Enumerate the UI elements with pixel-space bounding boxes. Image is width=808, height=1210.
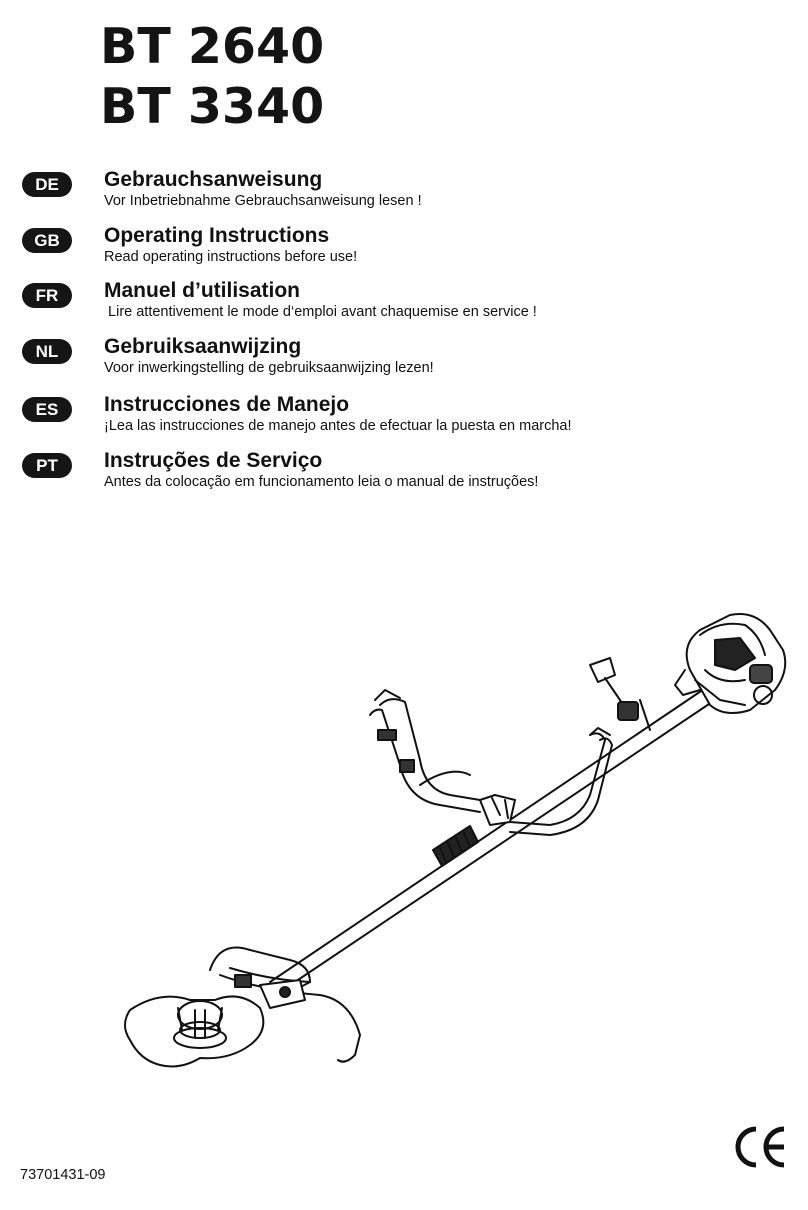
language-badge-fr: FR xyxy=(22,283,72,308)
language-subtitle-gb: Read operating instructions before use! xyxy=(104,249,358,265)
language-section-pt: PT Instruções de Serviço Antes da coloca… xyxy=(22,449,722,497)
language-subtitle-de: Vor Inbetriebnahme Gebrauchsanweisung le… xyxy=(104,193,422,209)
language-title-es: Instrucciones de Manejo xyxy=(104,393,350,416)
language-subtitle-fr: Lire attentivement le mode d‘emploi avan… xyxy=(104,304,537,320)
document-number: 73701431-09 xyxy=(20,1167,106,1183)
language-section-gb: GB Operating Instructions Read operating… xyxy=(22,224,722,272)
language-title-pt: Instruções de Serviço xyxy=(104,449,323,472)
language-badge-de: DE xyxy=(22,172,72,197)
language-title-fr: Manuel d’utilisation xyxy=(104,279,301,302)
language-badge-pt: PT xyxy=(22,453,72,478)
model-name-1: BT 2640 xyxy=(100,18,325,75)
language-title-gb: Operating Instructions xyxy=(104,224,330,247)
language-subtitle-es: ¡Lea las instrucciones de manejo antes d… xyxy=(104,418,572,434)
language-badge-gb: GB xyxy=(22,228,72,253)
cutting-blade xyxy=(124,995,265,1068)
language-section-nl: NL Gebruiksaanwijzing Voor inwerkingstel… xyxy=(22,335,722,383)
model-name-2: BT 3340 xyxy=(100,78,325,135)
language-section-es: ES Instrucciones de Manejo ¡Lea las inst… xyxy=(22,393,722,441)
brush-cutter-illustration xyxy=(124,613,787,1068)
language-title-de: Gebrauchsanweisung xyxy=(104,168,323,191)
language-title-nl: Gebruiksaanwijzing xyxy=(104,335,302,358)
engine xyxy=(674,613,787,715)
language-section-de: DE Gebrauchsanweisung Vor Inbetriebnahme… xyxy=(22,168,722,216)
language-subtitle-pt: Antes da colocação em funcionamento leia… xyxy=(104,474,539,490)
shaft-grip xyxy=(432,825,479,867)
language-section-fr: FR Manuel d’utilisation Lire attentiveme… xyxy=(22,279,722,327)
blade-guard xyxy=(209,946,361,1063)
shaft xyxy=(269,684,711,983)
handlebar xyxy=(369,689,613,836)
language-badge-nl: NL xyxy=(22,339,72,364)
ce-mark-icon xyxy=(735,1126,785,1168)
language-badge-es: ES xyxy=(22,397,72,422)
language-subtitle-nl: Voor inwerkingstelling de gebruiksaanwij… xyxy=(104,360,434,376)
throttle-lever xyxy=(589,657,651,731)
